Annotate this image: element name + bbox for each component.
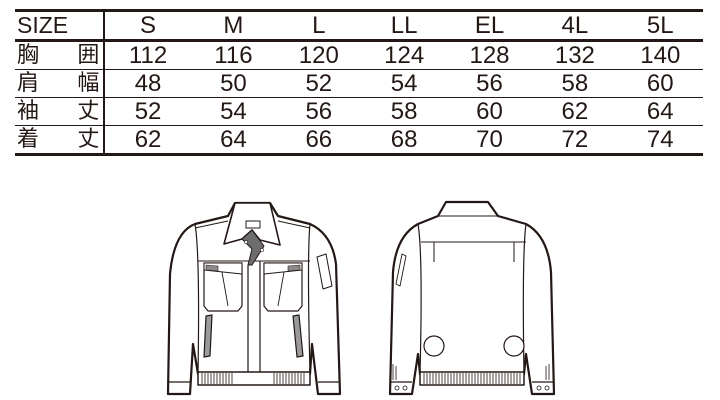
- table-cell: 54: [220, 98, 247, 125]
- table-cell: 112: [128, 42, 168, 69]
- row-chest: 胸 囲 112 116 120 124 128 132 140: [15, 40, 703, 70]
- row-label: 肩 幅: [15, 69, 106, 98]
- size-l: L: [312, 12, 326, 39]
- table-cell: 64: [220, 126, 247, 153]
- table-cell: 64: [646, 98, 674, 125]
- jacket-back-icon: [388, 200, 556, 396]
- table-cell: 124: [384, 42, 425, 69]
- table-cell: 68: [390, 126, 418, 153]
- size-5l: 5L: [646, 12, 674, 39]
- table-cell: 120: [298, 42, 339, 69]
- table-cell: 50: [220, 70, 247, 97]
- jacket-front-icon: [166, 201, 342, 396]
- table-cell: 60: [646, 70, 674, 97]
- size-ll: LL: [390, 12, 418, 39]
- table-cell: 62: [134, 126, 162, 153]
- table-cell: 72: [561, 126, 589, 153]
- table-cell: 128: [469, 42, 510, 69]
- table-cell: 140: [640, 42, 681, 69]
- table-cell: 58: [390, 98, 418, 125]
- row-label: 袖 丈: [15, 97, 106, 126]
- size-4l: 4L: [561, 12, 589, 39]
- table-cell: 54: [390, 70, 418, 97]
- table-cell: 66: [305, 126, 333, 153]
- table-cell: 48: [134, 70, 162, 97]
- table-cell: 58: [561, 70, 589, 97]
- jacket-front-illustration: [166, 201, 342, 396]
- jacket-back-illustration: [388, 200, 556, 396]
- row-shoulder: 肩 幅 48 50 52 54 56 58 60: [15, 69, 703, 98]
- table-cell: 60: [476, 98, 503, 125]
- table-cell: 62: [561, 98, 589, 125]
- row-sleeve: 袖 丈 52 54 56 58 60 62 64: [15, 97, 703, 126]
- size-header-label: SIZE: [15, 10, 106, 41]
- size-el: EL: [474, 12, 505, 39]
- size-s: S: [140, 12, 157, 39]
- table-cell: 70: [476, 126, 503, 153]
- table-cell: 116: [214, 42, 253, 69]
- table-cell: 74: [646, 126, 674, 153]
- table-cell: 52: [305, 70, 333, 97]
- table-cell: 132: [554, 42, 595, 69]
- table-cell: 56: [476, 70, 503, 97]
- table-cell: 52: [134, 98, 162, 125]
- table-cell: 56: [305, 98, 333, 125]
- row-length: 着 丈 62 64 66 68 70 72 74: [15, 125, 703, 155]
- row-label: 着 丈: [15, 125, 106, 155]
- size-chart-table: SIZE S M L LL EL 4L 5L 胸 囲 112 116 120 1…: [15, 9, 703, 156]
- size-m: M: [223, 12, 244, 39]
- size-header-row: SIZE S M L LL EL 4L 5L: [15, 10, 703, 41]
- row-label: 胸 囲: [15, 40, 106, 70]
